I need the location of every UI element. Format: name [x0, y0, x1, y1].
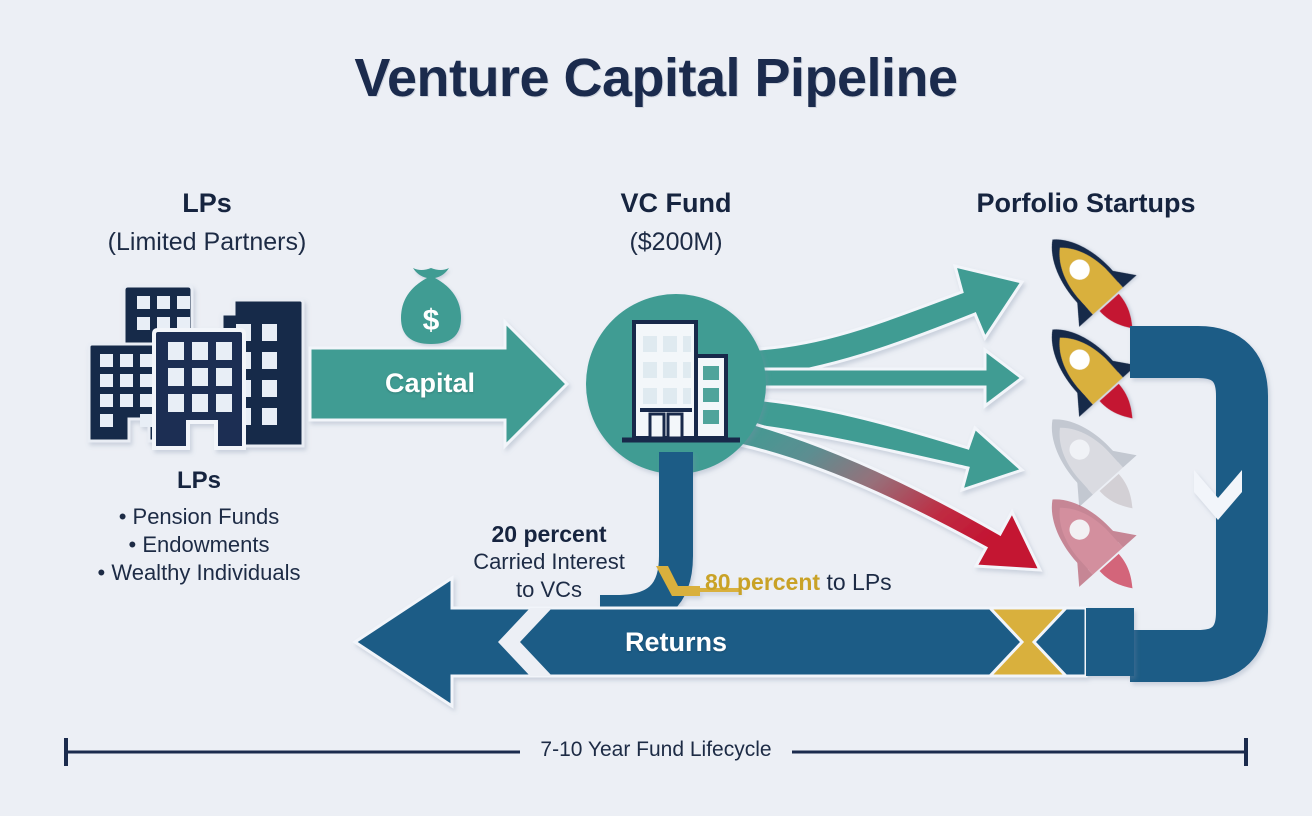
- rocket-icon-4: [1051, 499, 1137, 589]
- rocket-icon-1: [1051, 239, 1137, 329]
- returns-flow-arrow: [352, 575, 1134, 709]
- deployment-arrows: [734, 263, 1043, 572]
- lps-node-subheading: (Limited Partners): [107, 228, 307, 256]
- rocket-icon-3: [1051, 419, 1137, 509]
- lp-split-suffix: to LPs: [820, 569, 892, 595]
- lifecycle-label: 7-10 Year Fund Lifecycle: [540, 738, 772, 761]
- lps-list-heading: LPs: [176, 467, 222, 494]
- money-bag-icon: $: [401, 268, 461, 344]
- list-item: • Wealthy Individuals: [97, 560, 301, 585]
- office-buildings-icon: [87, 284, 305, 450]
- returns-right-path: [1130, 326, 1268, 682]
- list-item: • Endowments: [128, 532, 270, 557]
- capital-flow-arrow: [308, 318, 570, 450]
- rocket-icon-2: [1051, 329, 1137, 419]
- list-item: • Pension Funds: [118, 504, 280, 529]
- carry-description-line1: Carried Interest: [473, 549, 625, 574]
- fund-building-icon: [622, 320, 740, 443]
- vc-fund-heading: VC Fund: [620, 188, 732, 218]
- carry-description-line2: to VCs: [515, 577, 583, 602]
- lifecycle-bracket: [64, 738, 1248, 766]
- vc-fund-node: [586, 294, 766, 474]
- returns-flow-label: Returns: [624, 627, 728, 657]
- carry-percent-label: 20 percent: [491, 521, 607, 547]
- lp-split-percent: 80 percent: [705, 569, 821, 595]
- capital-flow-label: Capital: [384, 368, 476, 398]
- portfolio-heading: Porfolio Startups: [976, 188, 1196, 218]
- page-title: Venture Capital Pipeline: [354, 48, 958, 108]
- lps-node-heading: LPs: [182, 188, 232, 218]
- vc-fund-subheading: ($200M): [629, 228, 723, 256]
- svg-text:$: $: [423, 304, 440, 337]
- lp-split-annotation: 80 percent to LPs: [705, 569, 892, 596]
